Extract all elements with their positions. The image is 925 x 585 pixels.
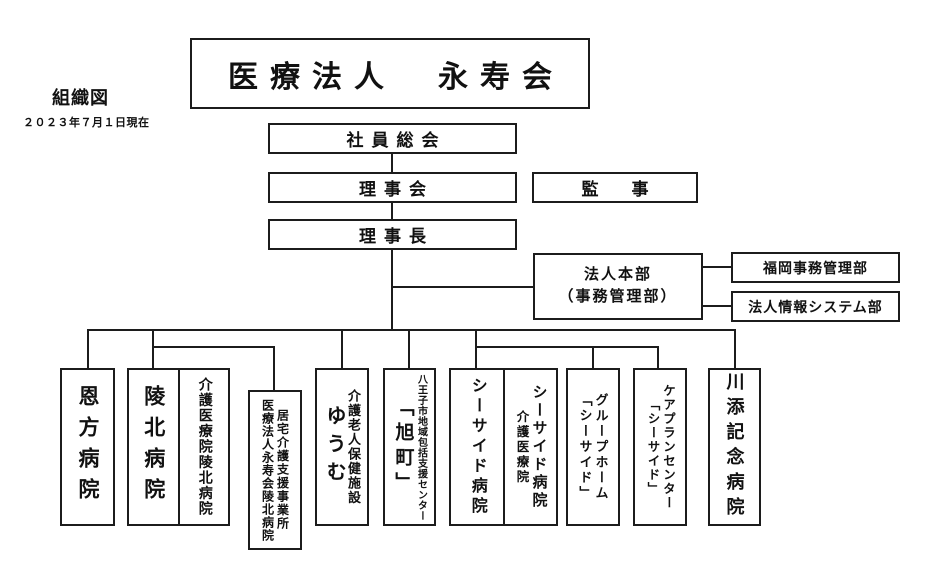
connector-board-chairman bbox=[391, 202, 393, 220]
node-ongata-hospital: 恩方病院 bbox=[60, 368, 115, 526]
facility-name-column: シーサイド病院 bbox=[530, 384, 547, 510]
facility-name-column: シーサイド病院 bbox=[468, 377, 486, 517]
as-of-date: ２０２３年７月１日現在 bbox=[23, 117, 150, 129]
node-auditor: 監 事 bbox=[532, 172, 698, 203]
connector-drop-grouphome bbox=[592, 346, 594, 368]
node-corporate-headquarters: 法人本部 （事務管理部） bbox=[533, 253, 703, 320]
cell-seaside-kaigo-iryoin: シーサイド病院 介護医療院 bbox=[502, 370, 557, 524]
facility-name-column: 「シーサイド」 bbox=[577, 392, 593, 502]
node-community-support-center-asahimachi: 八王子市地域包括支援センター 「旭町」 bbox=[383, 368, 436, 526]
facility-name-column: 「シーサイド」 bbox=[645, 398, 660, 496]
connector-hq-it bbox=[703, 305, 731, 307]
node-home-care-support-office: 居宅介護支援事業所 医療法人永寿会陵北病院 bbox=[248, 390, 302, 550]
chart-title-label: 組織図 bbox=[52, 88, 109, 108]
cell-kaigo-iryoin-ryohoku: 介護医療院陵北病院 bbox=[177, 370, 229, 524]
node-ryohoku-hospital-combined: 陵北病院 介護医療院陵北病院 bbox=[127, 368, 230, 526]
headquarters-line1: 法人本部 bbox=[583, 266, 652, 283]
connector-drop-asahimachi bbox=[408, 329, 410, 368]
connector-hq-fukuoka bbox=[703, 266, 731, 268]
facility-name-column: ゆうむ bbox=[323, 405, 345, 489]
node-board-of-directors: 理事会 bbox=[268, 172, 517, 203]
facility-name-column: 「旭町」 bbox=[392, 397, 414, 497]
facility-name-column: 介護老人保健施設 bbox=[346, 389, 361, 505]
connector-drop-ongata bbox=[87, 329, 89, 368]
connector-drop-ryohoku bbox=[152, 329, 154, 368]
node-corporate-it-dept: 法人情報システム部 bbox=[731, 291, 900, 322]
node-seaside-hospital-combined: シーサイド病院 シーサイド病院 介護医療院 bbox=[449, 368, 558, 526]
connector-drop-kyotaku bbox=[273, 346, 275, 390]
facility-name-column: 介護医療院 bbox=[514, 409, 529, 485]
node-corporation: 医療法人 永寿会 bbox=[190, 38, 590, 109]
connector-drop-careplan bbox=[657, 346, 659, 368]
node-chairman: 理事長 bbox=[268, 219, 517, 250]
facility-name-column: ケアプランセンター bbox=[661, 384, 675, 510]
headquarters-line2: （事務管理部） bbox=[558, 288, 678, 305]
node-care-plan-center-seaside: ケアプランセンター 「シーサイド」 bbox=[633, 368, 687, 526]
connector-drop-kawazoe bbox=[734, 329, 736, 368]
connector-stem-headquarters bbox=[391, 286, 533, 288]
connector-subrail-left bbox=[152, 346, 275, 348]
node-group-home-seaside: グループホーム 「シーサイド」 bbox=[566, 368, 620, 526]
facility-name-column: グループホーム bbox=[593, 392, 609, 502]
connector-chairman-stem bbox=[391, 249, 393, 331]
connector-drop-yuumu bbox=[341, 329, 343, 368]
connector-meeting-board bbox=[391, 153, 393, 173]
facility-name-column: 川添記念病院 bbox=[724, 372, 745, 522]
facility-name-column: 恩方病院 bbox=[76, 385, 100, 509]
facility-name-column: 八王子市地域包括支援センター bbox=[415, 373, 427, 521]
node-general-meeting: 社員総会 bbox=[268, 123, 517, 154]
facility-name-column: 医療法人永寿会陵北病院 bbox=[260, 398, 275, 542]
facility-name-column: 居宅介護支援事業所 bbox=[275, 409, 290, 531]
connector-subrail-right bbox=[475, 346, 659, 348]
node-kawazoe-memorial-hospital: 川添記念病院 bbox=[708, 368, 761, 526]
connector-main-rail bbox=[87, 329, 736, 331]
node-fukuoka-admin-dept: 福岡事務管理部 bbox=[731, 252, 900, 283]
facility-name-column: 介護医療院陵北病院 bbox=[196, 377, 212, 517]
facility-name-column: 陵北病院 bbox=[141, 385, 166, 509]
cell-ryohoku-hospital: 陵北病院 bbox=[129, 370, 178, 524]
connector-drop-seaside bbox=[475, 329, 477, 368]
node-geriatric-health-facility-yuumu: 介護老人保健施設 ゆうむ bbox=[315, 368, 369, 526]
cell-seaside-hospital: シーサイド病院 bbox=[451, 370, 503, 524]
